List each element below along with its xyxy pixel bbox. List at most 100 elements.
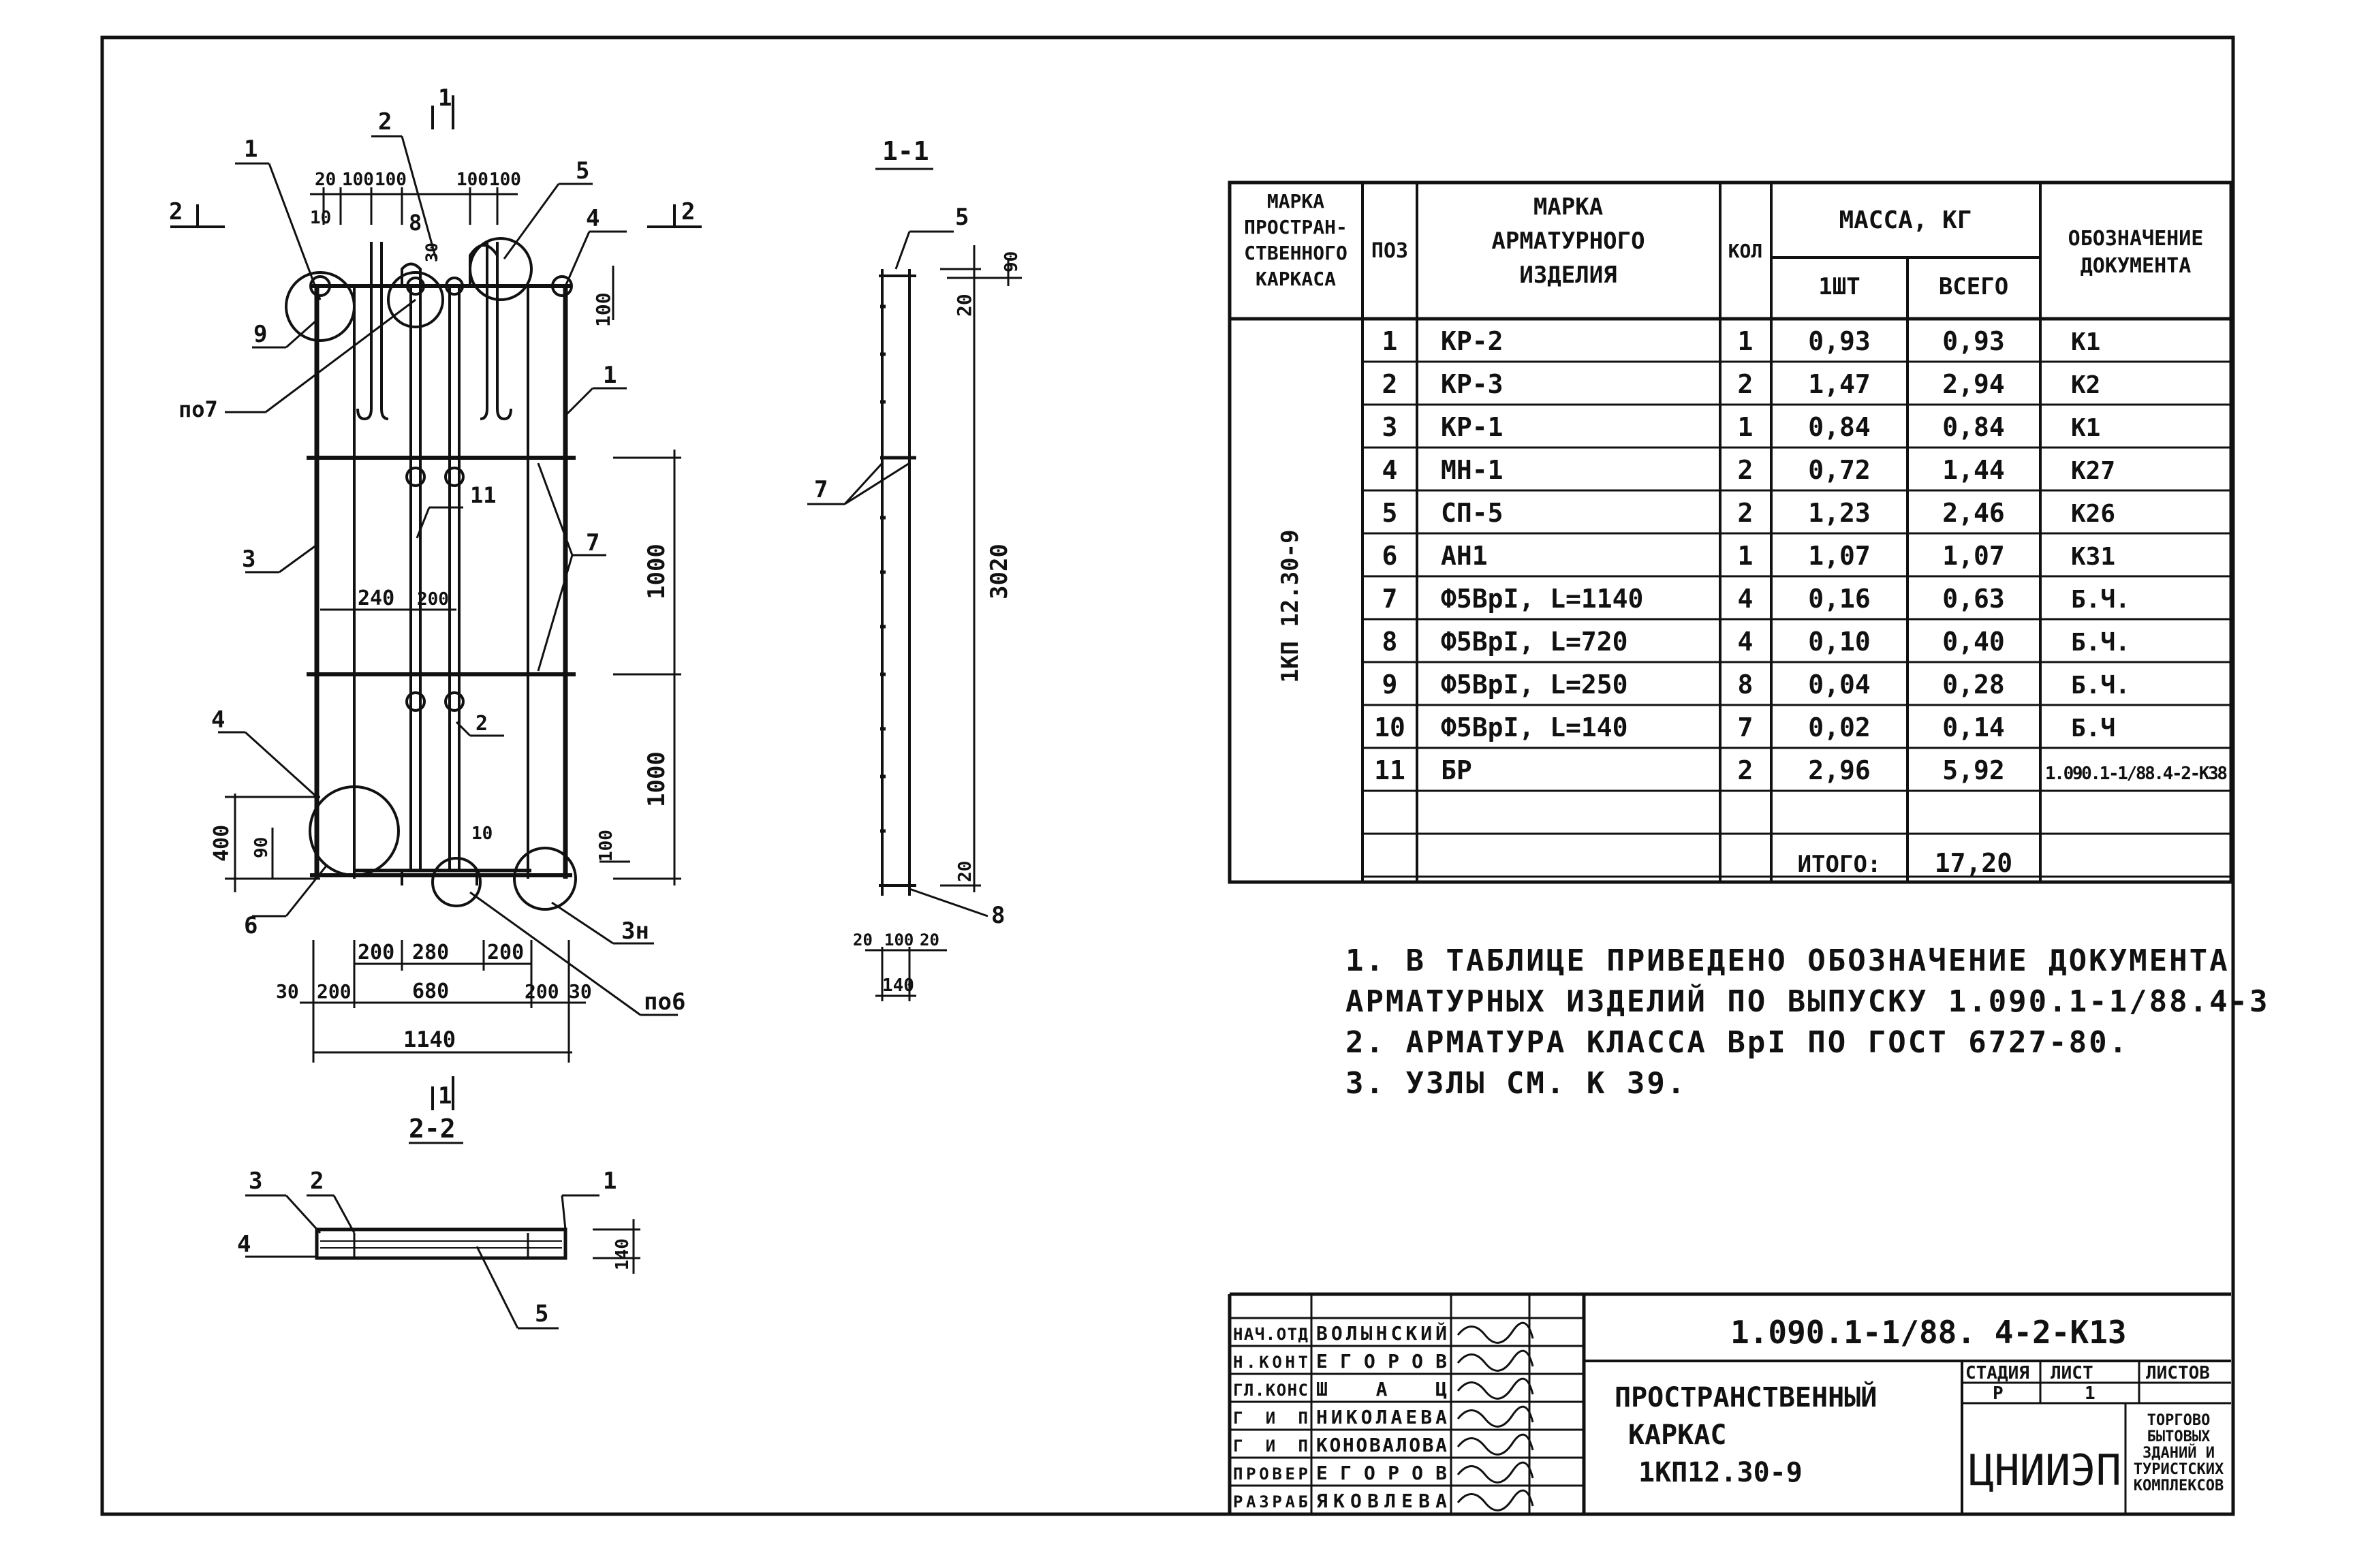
cell-pos: 11 <box>1374 755 1405 785</box>
sheet-value: 1 <box>2085 1383 2096 1404</box>
cell-mass-total: 1,07 <box>1942 541 2005 571</box>
signature-scribble <box>1456 1349 1534 1372</box>
section-mark-1-top: 1 <box>438 84 452 112</box>
label-pos-1b: 1 <box>603 362 617 389</box>
sig-role: ГИП <box>1233 1437 1308 1456</box>
side-label-8: 8 <box>991 902 1005 929</box>
label-pos-2b: 2 <box>476 712 488 736</box>
cell-mass-one: 1,07 <box>1808 541 1871 571</box>
header-item-mark: МАРКА <box>1533 193 1603 221</box>
header-qty: КОЛ <box>1728 240 1763 262</box>
sig-name: ЕГОРОВ <box>1316 1350 1447 1373</box>
cell-mass-one: 2,96 <box>1808 755 1871 785</box>
signature-scribble <box>1456 1321 1534 1344</box>
dim-top-100b: 100 <box>375 170 407 190</box>
section-2-2: 2-2 3 2 1 4 5 140 <box>237 1114 640 1330</box>
section-1-1: 1-1 5 <box>807 136 1022 1001</box>
total-value: 17,20 <box>1935 848 2012 878</box>
cell-document: Б.Ч. <box>2071 672 2130 700</box>
label-pos-5: 5 <box>576 157 589 185</box>
cell-qty: 2 <box>1738 755 1754 785</box>
section-2-2-title: 2-2 <box>409 1114 456 1144</box>
cell-qty: 1 <box>1738 326 1754 356</box>
signature-scribble <box>1456 1377 1534 1400</box>
section-mark-2-right: 2 <box>681 198 695 225</box>
cell-mark: МН-1 <box>1441 455 1504 485</box>
section-mark-1-bottom: 1 <box>438 1082 452 1110</box>
dim-top-100c: 100 <box>456 170 488 190</box>
label-pos-4: 4 <box>586 205 599 232</box>
cell-pos: 7 <box>1382 584 1398 614</box>
org-desc-line: БЫТОВЫХ <box>2147 1428 2211 1445</box>
note-line-4: 3. УЗЛЫ СМ. К 39. <box>1345 1066 1687 1101</box>
header-item-mark: ИЗДЕЛИЯ <box>1519 262 1617 289</box>
dim-30-right: 30 <box>569 980 592 1003</box>
cell-document: Б.Ч. <box>2071 629 2130 657</box>
cell-qty: 8 <box>1738 670 1754 700</box>
section-1-1-title: 1-1 <box>882 136 929 166</box>
side-dim-20-bot: 20 <box>955 861 976 882</box>
cell-document: К2 <box>2071 371 2100 399</box>
title-line-1: ПРОСТРАНСТВЕННЫЙ <box>1615 1381 1877 1413</box>
note-line-3: 2. АРМАТУРА КЛАССА ВрI ПО ГОСТ 6727-80. <box>1345 1025 2130 1060</box>
cell-mass-one: 0,72 <box>1808 455 1871 485</box>
frame-mark-value: 1КП 12.30-9 <box>1277 529 1304 683</box>
label-pos-6: 6 <box>244 912 258 939</box>
sig-role: РАЗРАБ <box>1233 1492 1308 1511</box>
cell-mark: Ф5ВрI, L=1140 <box>1441 584 1643 614</box>
cell-pos: 3 <box>1382 412 1398 442</box>
dim-top-100a: 100 <box>342 170 374 190</box>
plan-label-4: 4 <box>237 1231 251 1258</box>
cell-pos: 6 <box>1382 541 1398 571</box>
title-line-3: 1КП12.30-9 <box>1638 1457 1803 1488</box>
dim-top-100d: 100 <box>489 170 521 190</box>
stage-value: Р <box>1993 1383 2004 1404</box>
cell-qty: 2 <box>1738 498 1754 528</box>
side-dim-20a: 20 <box>853 930 873 950</box>
cell-document: Б.Ч. <box>2071 586 2130 614</box>
side-label-5: 5 <box>955 204 969 231</box>
dim-30: 30 <box>422 242 441 262</box>
cell-pos: 1 <box>1382 326 1398 356</box>
sig-role: ГИП <box>1233 1409 1308 1428</box>
cell-mass-total: 5,92 <box>1942 755 2005 785</box>
cell-pos: 4 <box>1382 455 1398 485</box>
side-dim-20-top: 20 <box>953 294 976 317</box>
dim-top-20: 20 <box>315 170 336 190</box>
cell-mass-one: 0,02 <box>1808 712 1871 742</box>
sig-name: ШАЦ <box>1316 1378 1447 1400</box>
label-pos-7: 7 <box>586 529 599 556</box>
dim-1000-b: 1000 <box>643 751 670 807</box>
cell-mark: КР-1 <box>1441 412 1504 442</box>
cell-document: К1 <box>2071 414 2100 442</box>
section-mark-2-left: 2 <box>169 198 183 225</box>
cell-mass-total: 2,94 <box>1942 369 2005 399</box>
cell-mass-total: 0,14 <box>1942 712 2005 742</box>
cell-mark: АН1 <box>1441 541 1488 571</box>
org-desc-line: ЗДАНИЙ И <box>2143 1444 2215 1462</box>
cell-pos: 10 <box>1374 712 1405 742</box>
sig-role: НАЧ.ОТД <box>1233 1325 1308 1344</box>
header-mass-total: ВСЕГО <box>1939 273 2008 300</box>
header-document: ДОКУМЕНТА <box>2081 254 2192 278</box>
dim-240: 240 <box>358 586 394 610</box>
cell-pos: 9 <box>1382 670 1398 700</box>
cell-qty: 1 <box>1738 541 1754 571</box>
sheet-label: ЛИСТ <box>2051 1363 2093 1383</box>
cell-mass-one: 1,47 <box>1808 369 1871 399</box>
dim-10-low: 10 <box>471 824 493 844</box>
title-line-2: КАРКАС <box>1628 1420 1727 1451</box>
cell-mass-one: 1,23 <box>1808 498 1871 528</box>
frame-elevation: 1 2 5 4 9 8 по7 1 3 7 11 4 2 6 3н по6 2 … <box>169 84 702 1144</box>
